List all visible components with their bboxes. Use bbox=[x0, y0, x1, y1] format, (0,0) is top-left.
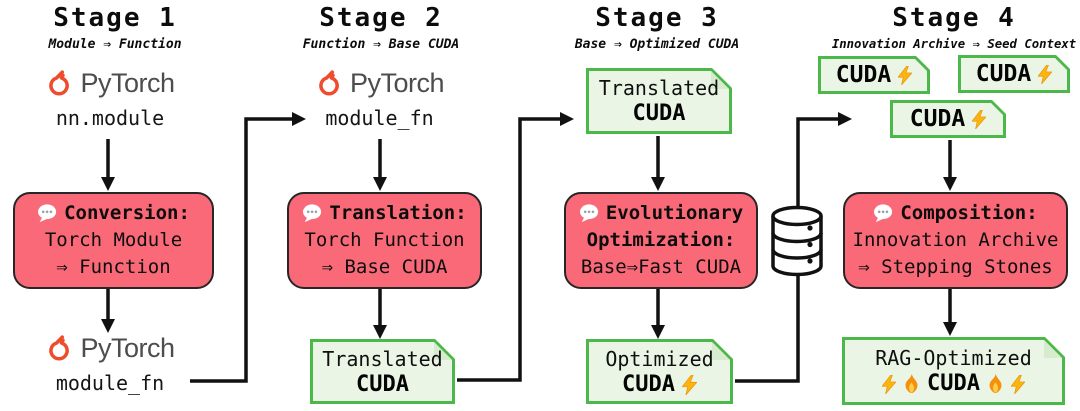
stage3-output-line1: Optimized bbox=[605, 346, 714, 371]
connector-stage2-to-stage3 bbox=[457, 117, 560, 382]
stage3-input-cuda-file: Translated CUDA bbox=[586, 68, 732, 134]
stage2-input-pytorch: PyTorch bbox=[282, 68, 477, 99]
stage4-title: Stage 4 bbox=[892, 3, 1016, 33]
arrowhead bbox=[560, 112, 574, 126]
pytorch-wordmark: PyTorch bbox=[349, 68, 445, 98]
speech-bubble-icon bbox=[38, 204, 57, 223]
stage2-process-heading: Translation: bbox=[329, 202, 467, 224]
speech-bubble-icon bbox=[303, 204, 322, 223]
stage2-process-line2: ⇒ Base CUDA bbox=[321, 256, 448, 278]
connector-stage1-to-stage2 bbox=[190, 117, 292, 383]
pytorch-wordmark: PyTorch bbox=[80, 333, 175, 363]
stage2-input-label: module_fn bbox=[325, 106, 434, 130]
stage2-process-line1: Torch Function bbox=[304, 229, 465, 251]
arrowhead bbox=[838, 112, 852, 126]
pytorch-icon bbox=[319, 70, 339, 96]
stage1-subtitle: Module ⇒ Function bbox=[48, 37, 182, 52]
lightning-bolt-icon bbox=[972, 109, 987, 129]
pytorch-wordmark: PyTorch bbox=[80, 68, 175, 98]
stage1-process-line1: Torch Module bbox=[44, 229, 183, 251]
lightning-bolt-icon bbox=[1038, 64, 1053, 84]
chip-label: CUDA bbox=[835, 62, 892, 88]
arrowhead bbox=[943, 322, 957, 336]
stage3-input-line1: Translated bbox=[598, 76, 720, 100]
speech-bubble-icon bbox=[874, 204, 893, 223]
arrowhead bbox=[373, 325, 387, 339]
stage4-process-line1: Innovation Archive bbox=[852, 229, 1059, 251]
stage4-process-box: Composition: Innovation Archive ⇒ Steppi… bbox=[843, 192, 1068, 289]
stage4-archive-chip: CUDA bbox=[818, 56, 930, 94]
stage1-input-pytorch: PyTorch bbox=[15, 68, 205, 99]
arrowhead bbox=[943, 177, 957, 191]
fire-icon bbox=[989, 374, 1002, 394]
stage3-process-box: Evolutionary Optimization: Base⇒Fast CUD… bbox=[564, 192, 758, 289]
stage4-output-line2: CUDA bbox=[927, 371, 980, 396]
stage3-input-line2: CUDA bbox=[632, 101, 686, 126]
stage4-output-line1: RAG-Optimized bbox=[875, 346, 1032, 370]
stage3-process-line1: Base⇒Fast CUDA bbox=[580, 256, 742, 278]
stage3-subtitle: Base ⇒ Optimized CUDA bbox=[574, 37, 740, 52]
stage1-input-label: nn.module bbox=[55, 106, 165, 130]
arrowhead bbox=[101, 177, 115, 191]
stage2-subtitle: Function ⇒ Base CUDA bbox=[302, 37, 460, 52]
chip-label: CUDA bbox=[975, 61, 1032, 87]
stage3-process-heading2: Optimization: bbox=[586, 229, 736, 251]
lightning-bolt-icon bbox=[1010, 374, 1025, 394]
stage3-process-heading1: Evolutionary bbox=[605, 202, 744, 224]
stage2-output-cuda-file: Translated CUDA bbox=[310, 339, 455, 404]
stage1-process-heading: Conversion: bbox=[64, 202, 190, 224]
stage2-process-box: Translation: Torch Function ⇒ Base CUDA bbox=[287, 192, 482, 289]
stage4-process-heading: Composition: bbox=[900, 202, 1038, 224]
stage4-output-cuda-file: RAG-Optimized CUDA bbox=[842, 337, 1065, 405]
stage2-output-line1: Translated bbox=[322, 346, 443, 371]
stage1-process-box: Conversion: Torch Module ⇒ Function bbox=[13, 192, 214, 289]
stage3-output-cuda-file: Optimized CUDA bbox=[586, 339, 733, 404]
speech-bubble-icon bbox=[579, 204, 598, 223]
lightning-bolt-icon bbox=[898, 65, 913, 85]
fire-icon bbox=[905, 374, 918, 394]
stage3-output-line2: CUDA bbox=[622, 371, 675, 397]
stage1-process-line2: ⇒ Function bbox=[56, 256, 171, 278]
pytorch-icon bbox=[49, 335, 70, 361]
stage4-subtitle: Innovation Archive ⇒ Seed Context bbox=[831, 37, 1077, 51]
arrowhead bbox=[101, 319, 115, 333]
stage1-output-pytorch: PyTorch bbox=[15, 333, 205, 364]
stage4-archive-chip: CUDA bbox=[958, 55, 1070, 93]
chip-label: CUDA bbox=[909, 106, 966, 132]
arrowhead bbox=[373, 177, 387, 191]
stage4-archive-chip: CUDA bbox=[890, 100, 1006, 138]
stage1-title: Stage 1 bbox=[53, 3, 177, 33]
database-icon bbox=[771, 205, 823, 277]
arrowhead bbox=[651, 325, 665, 339]
stage2-output-line2: CUDA bbox=[356, 371, 409, 397]
lightning-bolt-icon bbox=[882, 374, 896, 394]
arrowhead bbox=[651, 177, 665, 191]
stage3-title: Stage 3 bbox=[595, 3, 719, 33]
stage2-title: Stage 2 bbox=[319, 3, 443, 33]
stage4-process-line2: ⇒ Stepping Stones bbox=[858, 256, 1053, 278]
stage1-output-label: module_fn bbox=[55, 371, 165, 395]
pytorch-icon bbox=[49, 70, 70, 96]
lightning-bolt-icon bbox=[681, 374, 697, 395]
arrowhead bbox=[292, 112, 306, 126]
